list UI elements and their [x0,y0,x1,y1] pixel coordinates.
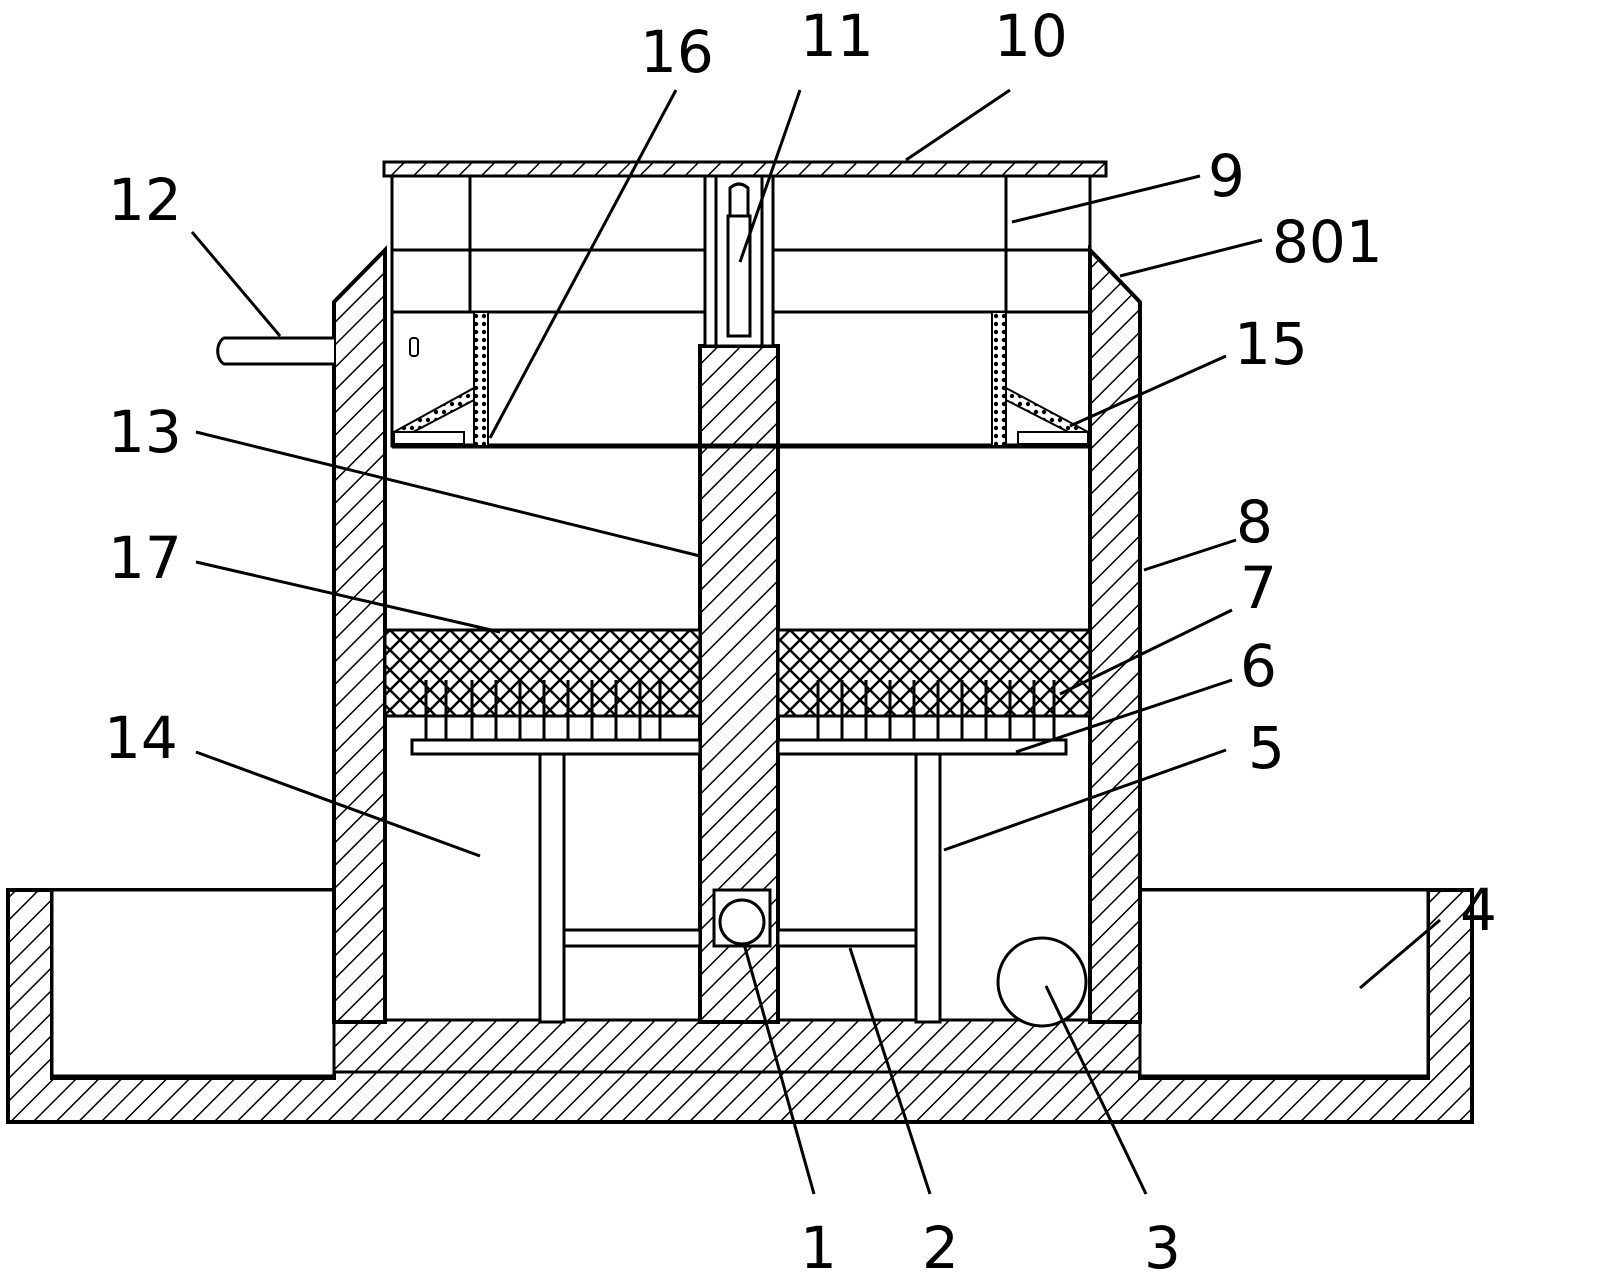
label-7: 7 [1240,554,1277,622]
support-right [914,752,942,1024]
left-wall [332,245,387,1024]
label-13: 13 [108,398,182,466]
crossbar-left [562,928,702,948]
label-2: 2 [922,1214,959,1282]
leader-9 [1011,174,1201,224]
right-tank [1138,888,1430,1078]
leader-10 [905,88,1011,162]
leader-1 [742,943,816,1195]
label-10: 10 [994,2,1068,70]
leader-6 [1015,678,1233,754]
label-12: 12 [108,166,182,234]
right-spring [991,311,1007,447]
leader-4 [1359,918,1441,990]
filter-layer-right [776,628,1092,718]
spikes-right [816,680,1056,740]
right-wall [1088,245,1142,1024]
motor-circle [718,898,766,946]
leader-2 [848,947,932,1195]
leader-8 [1143,538,1237,572]
leader-5 [943,748,1227,852]
leader-12 [190,231,282,337]
support-left [538,752,566,1024]
label-15: 15 [1234,310,1308,378]
outlet-circle [996,936,1088,1028]
leader-11 [738,89,802,263]
plate-right [776,738,1068,756]
leader-14 [195,750,481,858]
cylinder-rod [726,214,752,338]
label-16: 16 [640,18,714,86]
leader-801 [1119,238,1263,278]
label-801: 801 [1272,208,1383,276]
label-11: 11 [800,2,874,70]
leader-7 [1059,608,1233,696]
label-5: 5 [1248,714,1285,782]
label-9: 9 [1208,142,1245,210]
label-6: 6 [1240,632,1277,700]
left-tank [50,888,336,1078]
leader-16 [488,89,678,439]
label-17: 17 [108,524,182,592]
leader-17 [195,560,501,634]
spikes-left [424,680,662,740]
leader-13 [195,430,701,558]
label-4: 4 [1460,876,1497,944]
plate-left [410,738,702,756]
inlet-pipe [216,336,334,366]
label-3: 3 [1144,1214,1181,1282]
leader-3 [1044,985,1148,1195]
top-plate [382,160,1108,178]
bottom-slab [332,1018,1142,1074]
label-14: 14 [104,704,178,772]
label-8: 8 [1236,488,1273,556]
left-spring [473,311,489,447]
leader-15 [1069,354,1227,428]
crossbar-right [776,928,918,948]
label-1: 1 [800,1214,837,1282]
